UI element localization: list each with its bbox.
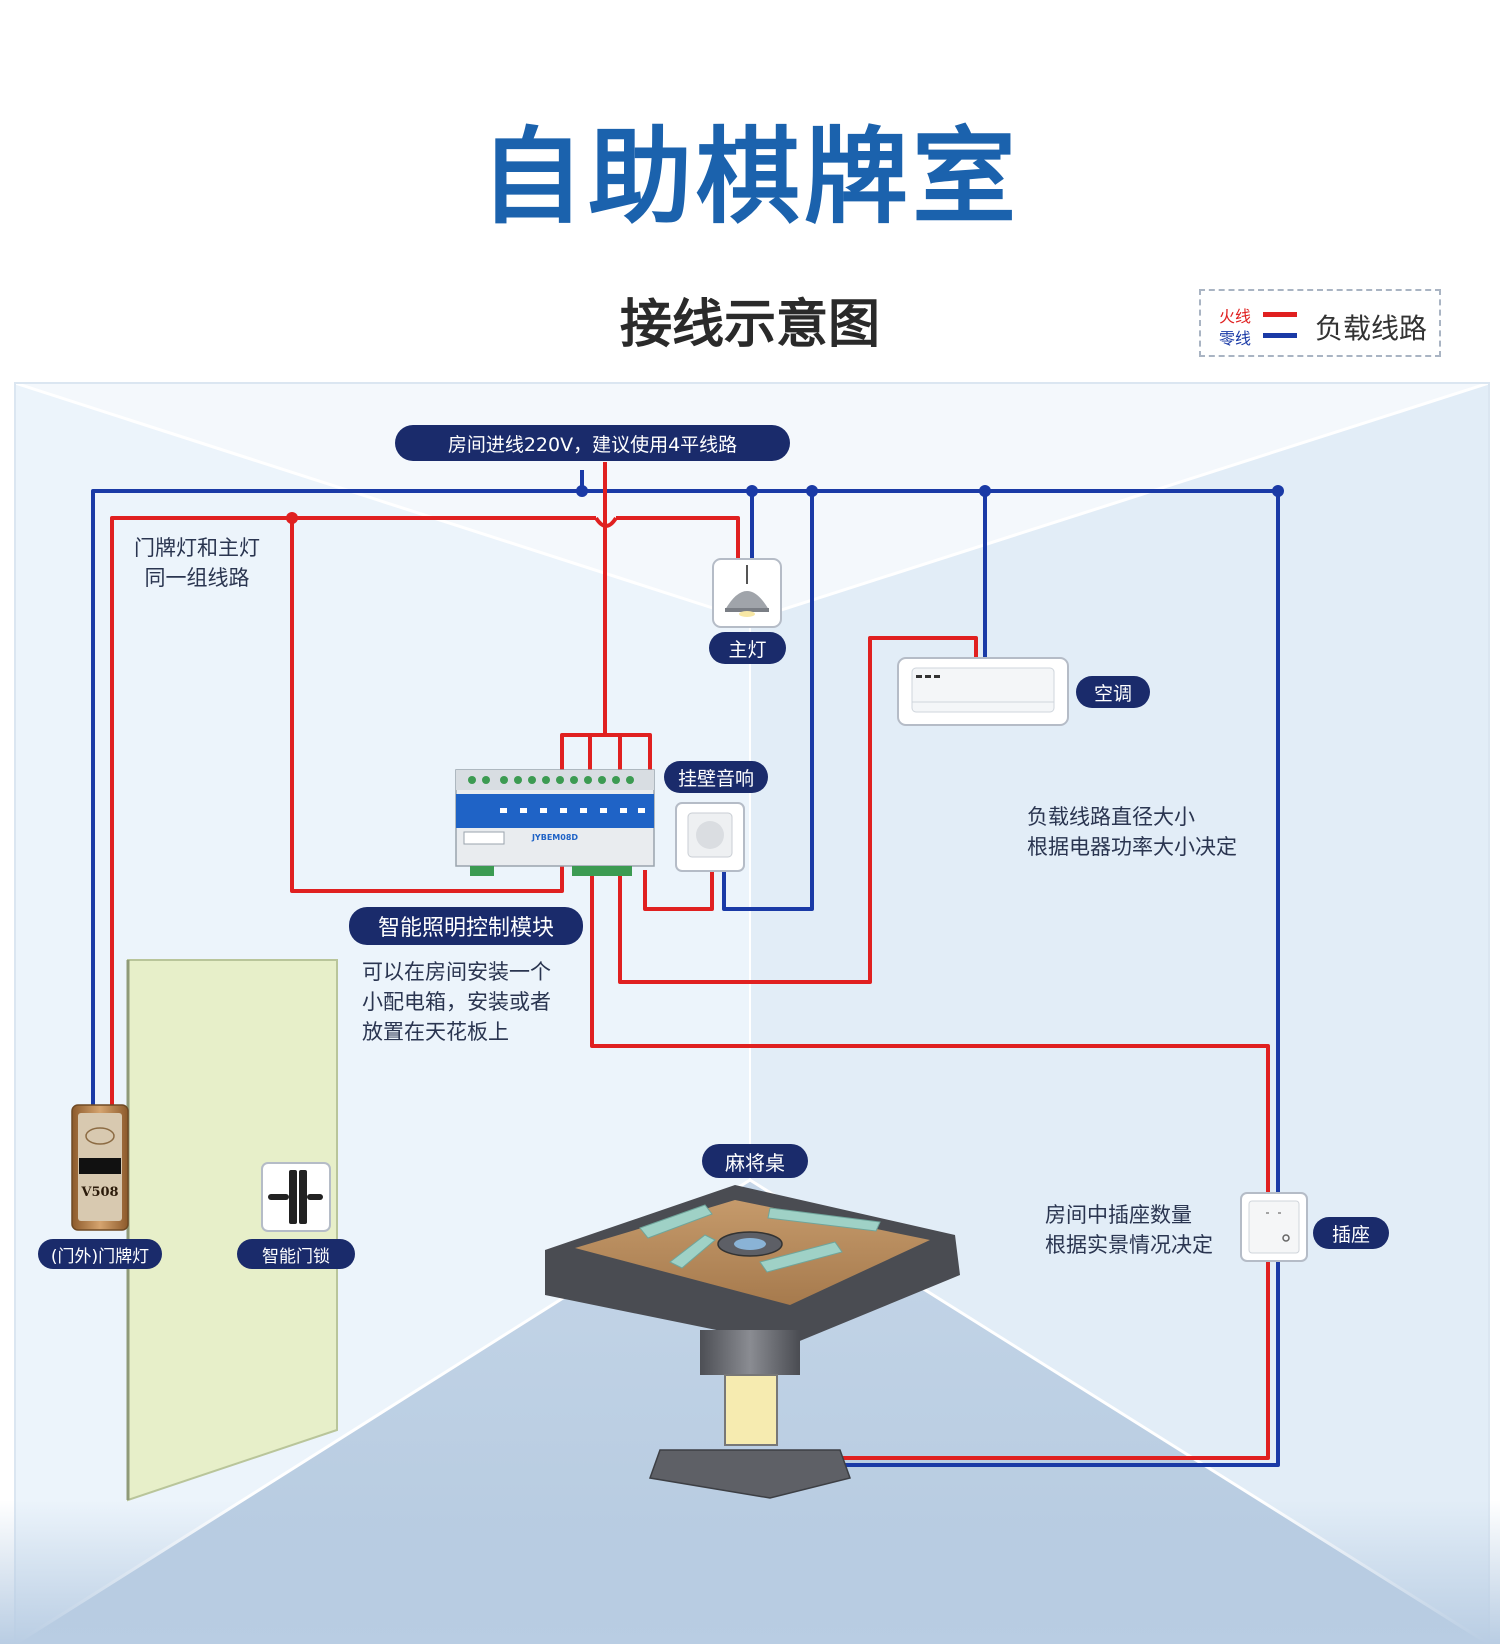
live-wires [110, 462, 1270, 1460]
door-light-note: 门牌灯和主灯 同一组线路 [134, 536, 260, 590]
wire-legend: 火线 零线 负载线路 [1199, 289, 1441, 357]
page-subtitle: 接线示意图 [619, 295, 880, 355]
legend-fire-label: 火线 [1219, 307, 1252, 326]
legend-load-label: 负载线路 [1315, 312, 1428, 345]
socket-label: 插座 [1313, 1217, 1389, 1249]
door [126, 959, 338, 1502]
wall-speaker-icon [675, 802, 745, 872]
pendant-lamp-icon [712, 558, 782, 628]
wall-speaker-label: 挂壁音响 [664, 761, 768, 793]
legend-zero-line [1263, 333, 1297, 338]
socket-count-note: 房间中插座数量 根据实景情况决定 [1045, 1203, 1213, 1257]
control-module-label: 智能照明控制模块 [349, 907, 583, 945]
smart-door-lock-label: 智能门锁 [237, 1239, 355, 1269]
smart-door-lock-icon [261, 1162, 331, 1232]
main-light-label: 主灯 [709, 632, 786, 664]
mahjong-table-icon [545, 1185, 960, 1499]
door-plate-light-label: (门外)门牌灯 [38, 1239, 162, 1269]
legend-zero-label: 零线 [1219, 329, 1252, 348]
air-conditioner-icon [897, 657, 1069, 726]
air-conditioner-label: 空调 [1076, 676, 1150, 708]
load-line-note: 负载线路直径大小 根据电器功率大小决定 [1027, 805, 1237, 859]
module-model-text: JYBEM08D [531, 833, 578, 842]
incoming-line-label: 房间进线220V，建议使用4平线路 [395, 425, 790, 461]
mahjong-table-label: 麻将桌 [702, 1144, 808, 1178]
room-number-text: V508 [80, 1185, 118, 1200]
page-title: 自助棋牌室 [479, 116, 1020, 238]
door-plate-light-icon: V508 [71, 1104, 129, 1231]
lighting-control-module: JYBEM08D [455, 769, 655, 876]
module-install-note: 可以在房间安装一个 小配电箱，安装或者 放置在天花板上 [362, 960, 551, 1044]
junction-dots [286, 485, 1284, 524]
wall-socket-icon [1240, 1192, 1308, 1262]
legend-fire-line [1263, 312, 1297, 317]
